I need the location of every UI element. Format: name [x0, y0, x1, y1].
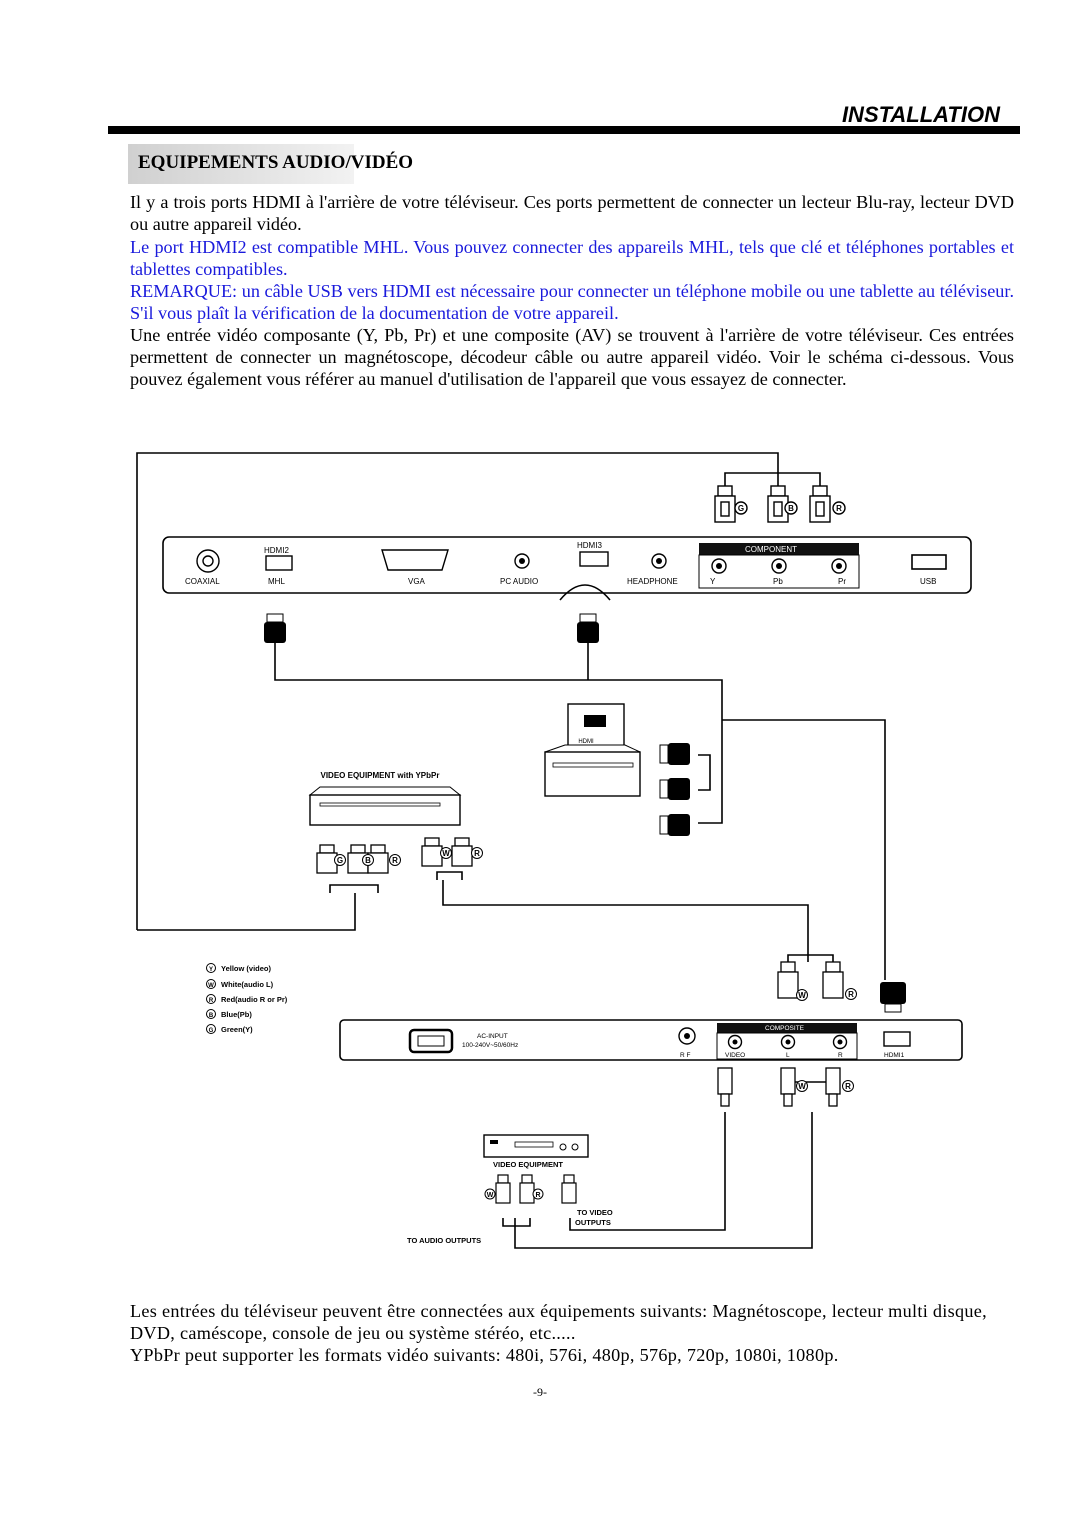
ypbpr-plug-b-letter: B	[365, 856, 371, 865]
svg-text:Green(Y): Green(Y)	[221, 1025, 253, 1034]
headphone-label: HEADPHONE	[627, 577, 678, 586]
svg-text:White(audio L): White(audio L)	[221, 980, 274, 989]
intro-paragraph-remark: REMARQUE: un câble USB vers HDMI est néc…	[130, 281, 1014, 323]
video-equipment-label: VIDEO EQUIPMENT	[493, 1160, 563, 1169]
connection-diagram: COAXIAL HDMI2 MHL VGA PC AUDIO HDMI3 HEA…	[136, 452, 972, 1249]
ac-input-label: AC-INPUT	[477, 1033, 508, 1040]
to-audio-outputs-label: TO AUDIO OUTPUTS	[407, 1236, 481, 1245]
hdmi2-label: HDMI2	[264, 546, 289, 555]
composite-l-label: L	[786, 1052, 790, 1059]
video-equipment-icon	[483, 1134, 589, 1158]
svg-text:Red(audio R or Pr): Red(audio R or Pr)	[221, 995, 288, 1004]
ypbpr-plug-g-letter: G	[337, 856, 343, 865]
svg-text:Blue(Pb): Blue(Pb)	[221, 1010, 252, 1019]
video-equipment-ypbpr-label: VIDEO EQUIPMENT with YPbPr	[321, 771, 440, 780]
rf-port-icon	[684, 1033, 690, 1039]
hdmi-cable-plug-icon	[264, 613, 599, 643]
hdmi3-port-icon	[579, 551, 609, 567]
svg-text:Yellow (video): Yellow (video)	[221, 964, 272, 973]
av-plug-r-letter: R	[535, 1192, 540, 1199]
hdmi-device-label: HDMI	[578, 739, 594, 745]
ac-voltage-label: 100-240V~50/60Hz	[462, 1042, 518, 1049]
intro-paragraph-hdmi: Il y a trois ports HDMI à l'arrière de v…	[130, 192, 1014, 234]
component-label: COMPONENT	[745, 545, 797, 554]
outro-paragraph-formats: YPbPr peut supporter les formats vidéo s…	[130, 1345, 839, 1365]
hdmi1-label: HDMI1	[884, 1052, 905, 1059]
av-plug-w-letter: W	[487, 1192, 494, 1199]
component-pb-label: Pb	[773, 577, 783, 586]
svg-text:W: W	[208, 983, 214, 989]
usb-label: USB	[920, 577, 936, 586]
coaxial-port-icon	[202, 555, 214, 567]
ypbpr-plug-w-letter: W	[442, 849, 450, 858]
intro-paragraph-mhl: Le port HDMI2 est compatible MHL. Vous p…	[130, 237, 1014, 279]
page-header-title: INSTALLATION	[841, 102, 1000, 127]
lower-plug-w-letter: W	[798, 1082, 806, 1091]
pc-audio-port-icon	[519, 558, 525, 564]
svg-text:R: R	[209, 998, 214, 1004]
to-video-outputs-label-line1: TO VIDEO	[577, 1208, 613, 1217]
pc-audio-label: PC AUDIO	[500, 577, 538, 586]
usb-port-icon	[911, 554, 947, 570]
page-number: -9-	[533, 1385, 547, 1399]
to-video-outputs-label-line2: OUTPUTS	[575, 1218, 611, 1227]
section-title: EQUIPEMENTS AUDIO/VIDÉO	[138, 152, 414, 173]
composite-video-label: VIDEO	[725, 1052, 745, 1059]
outro-paragraph-devices: Les entrées du téléviseur peuvent être c…	[130, 1301, 988, 1343]
hdmi2-port-icon	[265, 555, 293, 571]
hdmi-device-icon	[544, 703, 641, 797]
rf-label: R F	[680, 1052, 691, 1059]
svg-text:Y: Y	[209, 967, 213, 973]
svg-text:B: B	[209, 1013, 214, 1019]
hdmi1-port-icon	[883, 1031, 911, 1047]
headphone-port-icon	[656, 558, 662, 564]
intro-paragraph-component: Une entrée vidéo composante (Y, Pb, Pr) …	[130, 325, 1014, 389]
plug-g-letter: G	[738, 504, 744, 513]
video-equipment-ypbpr-icon	[308, 786, 462, 826]
section-title-background	[128, 144, 354, 184]
vga-port-icon	[381, 549, 449, 571]
component-y-label: Y	[710, 577, 716, 586]
composite-plug-r-letter: R	[848, 990, 854, 999]
plug-b-letter: B	[788, 504, 794, 513]
lower-plug-r-letter: R	[845, 1082, 851, 1091]
coaxial-label: COAXIAL	[185, 577, 220, 586]
header-rule	[108, 126, 1020, 134]
plug-r-letter: R	[836, 504, 842, 513]
composite-r-label: R	[838, 1052, 843, 1059]
ypbpr-plug-r-letter: R	[392, 856, 398, 865]
color-legend: Y Yellow (video) W White(audio L) R Red(…	[206, 963, 288, 1034]
vga-label: VGA	[408, 577, 426, 586]
svg-text:G: G	[209, 1028, 214, 1034]
hdmi3-label: HDMI3	[577, 541, 602, 550]
component-pr-label: Pr	[838, 577, 846, 586]
ypbpr-plug-r2-letter: R	[474, 849, 480, 858]
mhl-label: MHL	[268, 577, 285, 586]
composite-label: COMPOSITE	[765, 1025, 805, 1032]
composite-plug-w-letter: W	[798, 991, 806, 1000]
